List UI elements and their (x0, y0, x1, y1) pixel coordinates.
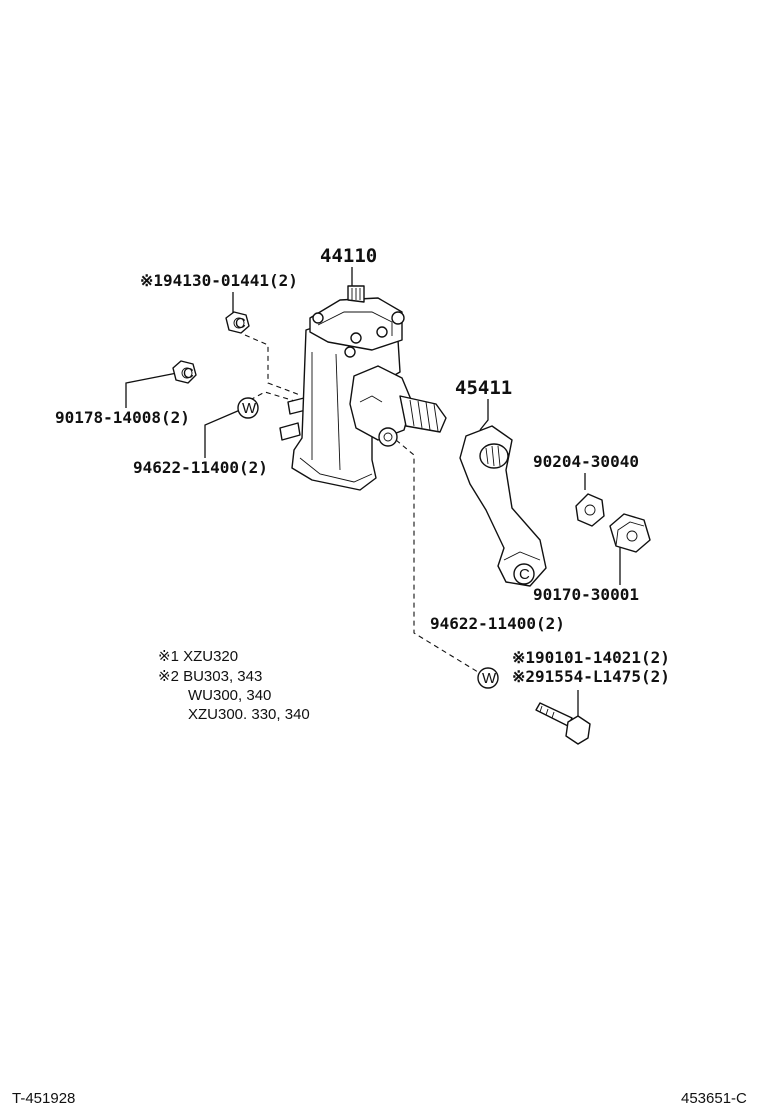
label-45411: 45411 (455, 377, 512, 399)
bolt-icon (535, 702, 591, 745)
label-291554-L1475: ※291554-L1475(2) (512, 667, 670, 686)
nut-icon-left: C (172, 360, 197, 384)
label-44110: 44110 (320, 245, 377, 267)
label-90170-30001: 90170-30001 (533, 585, 639, 604)
nut-icon-right (609, 513, 651, 553)
note-line-2: ※2 BU303, 343 (158, 668, 262, 685)
svg-text:C: C (519, 566, 530, 583)
applicability-notes: ※1 XZU320 ※2 BU303, 343 WU300, 340 XZU30… (158, 648, 310, 723)
leader-94622-left (204, 409, 241, 458)
label-190101-14021: ※190101-14021(2) (512, 648, 670, 667)
label-94622-11400-left: 94622-11400(2) (133, 458, 268, 477)
svg-text:W: W (242, 400, 257, 417)
label-194130-01441: ※194130-01441(2) (140, 271, 298, 290)
label-90204-30040: 90204-30040 (533, 452, 639, 471)
svg-text:C: C (235, 315, 246, 332)
assembly-lines (244, 334, 479, 673)
washer-icon-left: W (237, 397, 259, 419)
note-line-4: XZU300. 330, 340 (188, 706, 310, 723)
lock-washer-icon (575, 493, 605, 527)
svg-text:C: C (183, 365, 194, 382)
label-90178-14008: 90178-14008(2) (55, 408, 190, 427)
steering-gear-housing (279, 285, 447, 491)
pitman-arm: C (459, 425, 547, 587)
footer-right-code: 453651-C (681, 1090, 747, 1107)
nut-icon-upper: C (225, 311, 250, 334)
washer-icon-lower: W (477, 667, 499, 689)
svg-text:W: W (482, 670, 497, 687)
label-94622-11400-lower: 94622-11400(2) (430, 614, 565, 633)
leader-lines (125, 267, 621, 720)
leader-45411 (479, 399, 489, 431)
leader-90178 (125, 372, 178, 408)
note-line-1: ※1 XZU320 (158, 648, 238, 665)
footer-left-code: T-451928 (12, 1090, 75, 1107)
note-line-3: WU300, 340 (188, 687, 271, 704)
